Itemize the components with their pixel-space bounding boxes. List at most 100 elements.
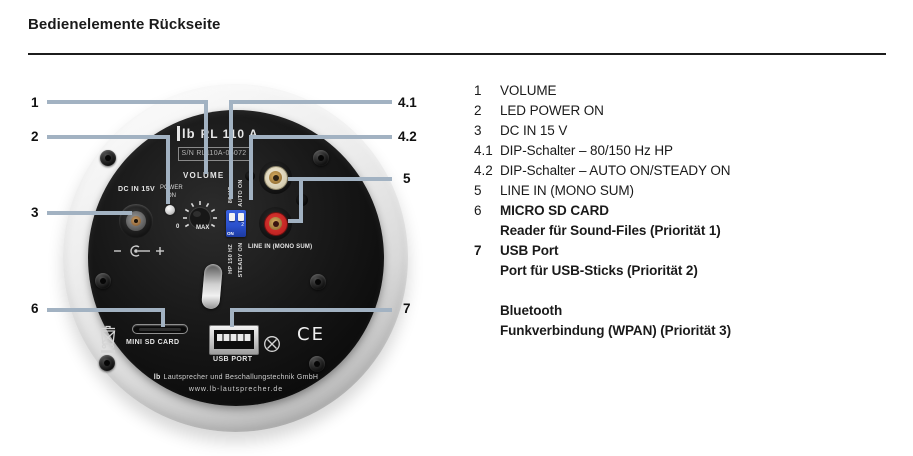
- page-title: Bedienelemente Rückseite: [28, 16, 221, 33]
- legend-number: [474, 261, 500, 281]
- dc-jack: [119, 204, 153, 238]
- screw-icon: [309, 356, 325, 372]
- legend-row: 3 DC IN 15 V: [474, 121, 874, 141]
- polarity-icon: [112, 244, 168, 258]
- screw-icon: [95, 273, 111, 289]
- callout-line-4-1: [229, 100, 392, 104]
- dc-in-label: DC IN 15V: [118, 186, 156, 193]
- legend-number: 4.1: [474, 143, 493, 158]
- callout-line-6: [47, 308, 165, 312]
- callout-line-2: [47, 135, 170, 139]
- legend-row: 4.1 DIP-Schalter – 80/150 Hz HP: [474, 141, 874, 161]
- power-led: [165, 205, 175, 215]
- callout-number-5: 5: [403, 171, 411, 186]
- callout-line-4-2v: [249, 135, 253, 200]
- legend-text: [500, 281, 874, 301]
- callout-number-1: 1: [31, 95, 39, 110]
- legend-number: 5: [474, 183, 482, 198]
- legend-row: Port für USB-Sticks (Priorität 2): [474, 261, 874, 281]
- knob-min-label: 0: [176, 224, 180, 230]
- callout-line-1v: [204, 100, 208, 174]
- callout-number-6: 6: [31, 301, 39, 316]
- legend-row: 5 LINE IN (MONO SUM): [474, 181, 874, 201]
- callout-number-4-2: 4.2: [398, 129, 417, 144]
- callout-line-7: [234, 308, 392, 312]
- serial-number: S/N RL110A-06072: [178, 147, 250, 161]
- legend-row: 2 LED POWER ON: [474, 101, 874, 121]
- legend-number: [474, 221, 500, 241]
- sd-card-slot: [132, 324, 188, 334]
- callout-number-4-1: 4.1: [398, 95, 417, 110]
- weee-icon: [97, 322, 119, 354]
- legend-text: Port für USB-Sticks (Priorität 2): [500, 263, 698, 278]
- callout-line-7v: [230, 308, 234, 327]
- legend-row: Reader für Sound-Files (Priorität 1): [474, 221, 874, 241]
- dip-toggle-2: [237, 213, 244, 221]
- dip-label-auto-on: AUTO ON: [238, 179, 244, 207]
- legend-row: 4.2 DIP-Schalter – AUTO ON/STEADY ON: [474, 161, 874, 181]
- line-in-label: LINE IN (MONO SUM): [248, 244, 313, 250]
- power-label: POWER: [160, 185, 183, 191]
- legend-number: 1: [474, 83, 482, 98]
- screw-icon: [100, 150, 116, 166]
- callout-line-6v: [161, 308, 165, 327]
- dip-label-hp150hz: HP 150 HZ: [228, 244, 234, 274]
- legend-text: LINE IN (MONO SUM): [500, 183, 634, 198]
- sd-card-label: MINI SD CARD: [126, 339, 180, 346]
- legend-number: [474, 301, 500, 321]
- company-website: www.lb-lautsprecher.de: [188, 386, 284, 393]
- dip-toggle-1: [228, 213, 235, 221]
- legend-number: 4.2: [474, 163, 493, 178]
- callout-number-3: 3: [31, 205, 39, 220]
- legend-text: DIP-Schalter – AUTO ON/STEADY ON: [500, 163, 731, 178]
- title-divider: [28, 53, 886, 55]
- dip-switch: 2 ON: [226, 210, 246, 237]
- volume-knob: [176, 194, 224, 242]
- usb-port: [209, 325, 259, 355]
- legend-row: Bluetooth: [474, 301, 874, 321]
- screw-icon: [99, 355, 115, 371]
- company-prefix: lb: [153, 374, 161, 381]
- dip-2-label: 2: [241, 222, 244, 228]
- screw-icon: [313, 150, 329, 166]
- callout-line-4-2: [249, 135, 392, 139]
- power-on-label: ON: [167, 193, 176, 199]
- legend-text: LED POWER ON: [500, 103, 604, 118]
- legend-number: [474, 321, 500, 341]
- screw-icon: [310, 274, 326, 290]
- rca-jack-white: [259, 161, 292, 194]
- callout-line-1: [47, 100, 208, 104]
- legend-text: DC IN 15 V: [500, 123, 568, 138]
- legend-text: USB Port: [500, 243, 559, 258]
- ce-mark: CE: [297, 324, 325, 345]
- dip-on-label: ON: [227, 231, 234, 236]
- callout-line-5b: [288, 219, 303, 223]
- volume-label: VOLUME: [183, 171, 225, 180]
- legend-text: Bluetooth: [500, 303, 563, 318]
- legend-text: Reader für Sound-Files (Priorität 1): [500, 223, 721, 238]
- rca-jack-red: [259, 207, 292, 240]
- legend-number: 3: [474, 123, 482, 138]
- callout-line-3: [47, 211, 132, 215]
- callout-line-5v: [299, 177, 303, 223]
- callout-line-4-1v: [229, 100, 233, 199]
- legend-text: MICRO SD CARD: [500, 203, 609, 218]
- dip-label-steady-on: STEADY ON: [238, 242, 244, 278]
- legend-number: [474, 281, 500, 301]
- legend-number: 2: [474, 103, 482, 118]
- callout-number-7: 7: [403, 301, 411, 316]
- knob-max-label: MAX: [196, 225, 210, 231]
- callout-number-2: 2: [31, 129, 39, 144]
- crossed-circle-icon: [263, 335, 281, 353]
- callout-line-5: [288, 177, 392, 181]
- company-rest: Lautsprecher und Beschallungstechnik Gmb…: [163, 374, 319, 381]
- legend-text: DIP-Schalter – 80/150 Hz HP: [500, 143, 673, 158]
- legend-text: Funkverbindung (WPAN) (Priorität 3): [500, 323, 731, 338]
